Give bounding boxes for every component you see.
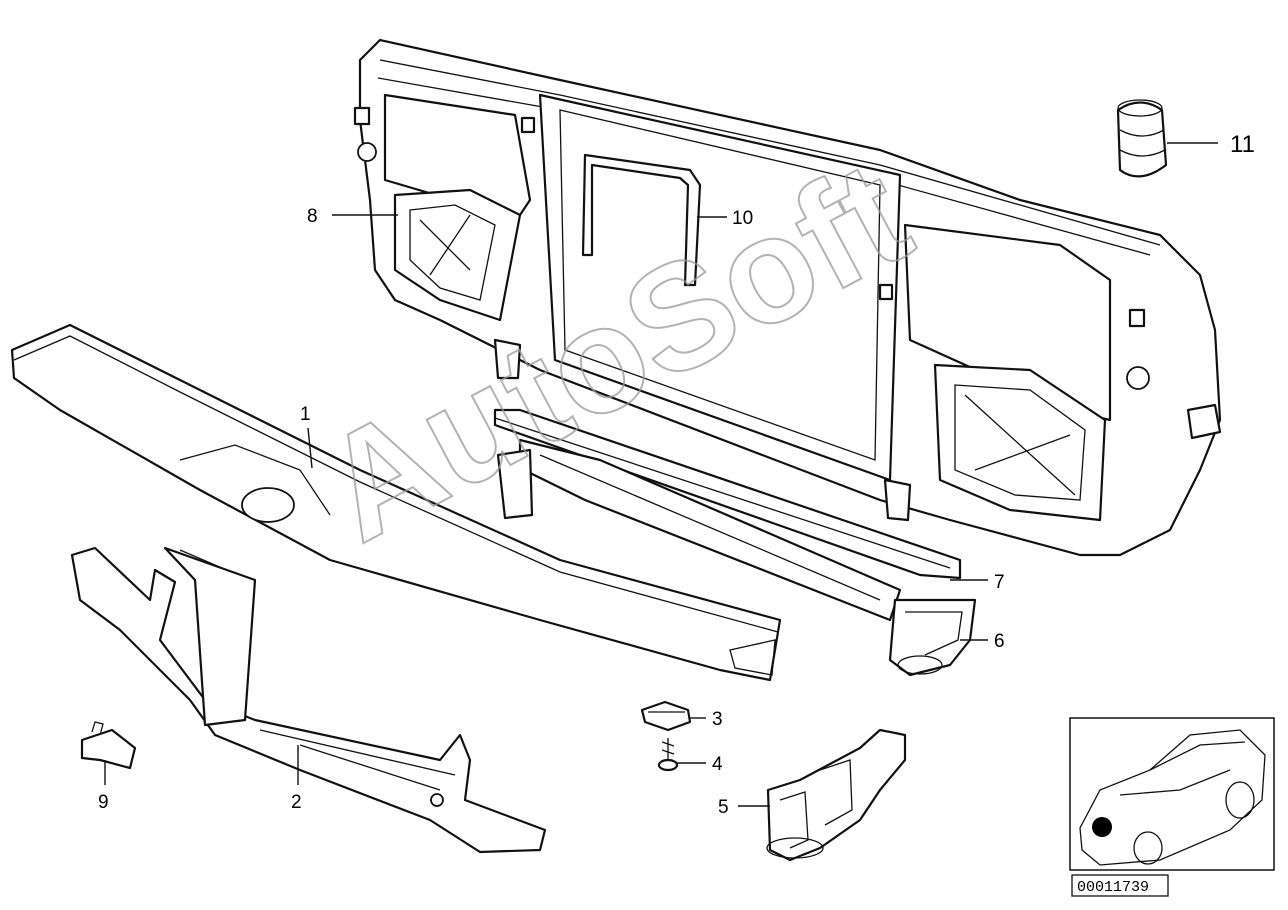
callout-8: 8 — [307, 206, 318, 227]
callout-2: 2 — [291, 792, 302, 813]
carrier-part-1 — [10, 323, 782, 682]
callout-11: 11 — [1230, 131, 1255, 158]
callout-3: 3 — [712, 709, 723, 730]
diagram-number: 00011739 — [1077, 879, 1149, 896]
rubber-buffer-part-11 — [1116, 99, 1168, 178]
bracket-part-5 — [766, 728, 907, 862]
diagram-number-box: 00011739 — [1071, 874, 1169, 897]
cross-member-part-7 — [493, 408, 962, 622]
callout-5: 5 — [718, 797, 729, 818]
bracket-part-6 — [888, 598, 977, 677]
callout-9: 9 — [98, 792, 109, 813]
callout-1: 1 — [300, 404, 311, 425]
callout-6: 6 — [994, 631, 1005, 652]
location-marker — [1092, 817, 1112, 837]
screw-part-4 — [657, 738, 679, 772]
seal-part-10 — [581, 153, 702, 287]
callout-10: 10 — [732, 208, 753, 229]
callout-7: 7 — [994, 572, 1005, 593]
support-part-2 — [70, 546, 547, 854]
bracket-part-9 — [80, 721, 137, 770]
clip-nut-part-3 — [640, 700, 692, 732]
front-panel-part-8 — [353, 38, 1222, 557]
vehicle-thumbnail — [1069, 717, 1275, 871]
callout-4: 4 — [712, 754, 723, 775]
